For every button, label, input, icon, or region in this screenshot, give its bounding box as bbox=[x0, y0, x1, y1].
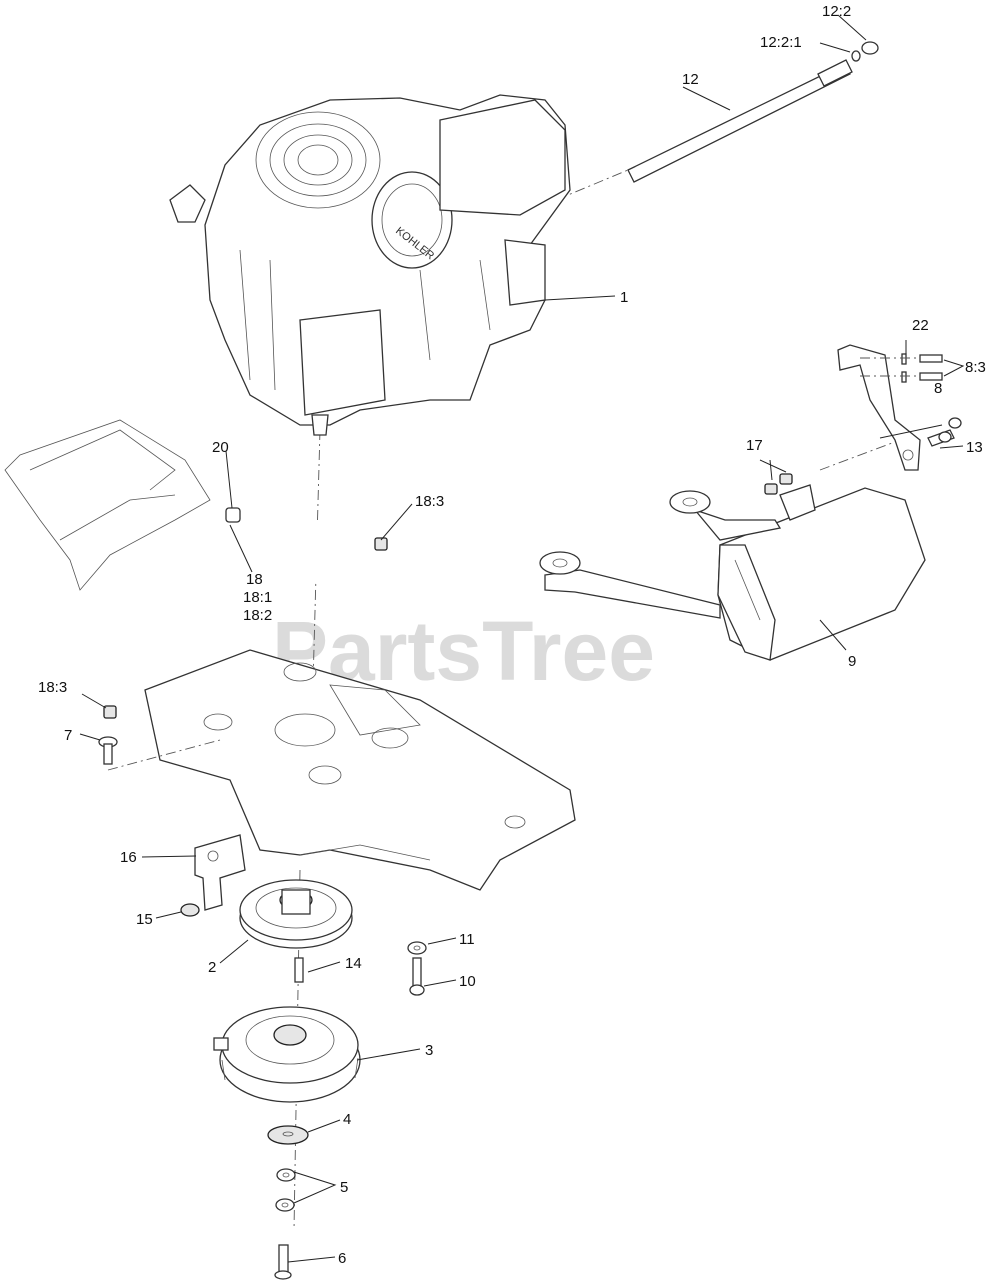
engine-deck-plate bbox=[144, 649, 576, 891]
callout-16: 16 bbox=[120, 849, 137, 866]
bolt-10[interactable] bbox=[409, 957, 425, 996]
washers-5[interactable] bbox=[275, 1168, 296, 1212]
nut-17[interactable] bbox=[764, 473, 793, 495]
callout-15: 15 bbox=[136, 911, 153, 928]
callout-7: 7 bbox=[64, 727, 72, 744]
callout-13: 13 bbox=[966, 439, 983, 456]
bolt-13[interactable] bbox=[927, 417, 962, 447]
callout-2: 2 bbox=[208, 959, 216, 976]
callout-12-2-1: 12:2:1 bbox=[760, 34, 802, 51]
callout-18: 18 bbox=[246, 571, 263, 588]
callout-8: 8 bbox=[934, 380, 942, 397]
callout-9: 9 bbox=[848, 653, 856, 670]
key-14[interactable] bbox=[294, 957, 304, 983]
bolt-6[interactable] bbox=[274, 1244, 292, 1280]
callout-1: 1 bbox=[620, 289, 628, 306]
electric-clutch-3[interactable] bbox=[213, 1006, 361, 1103]
callout-18-3-bottom: 18:3 bbox=[38, 679, 67, 696]
callout-14: 14 bbox=[345, 955, 362, 972]
muffler-bracket-8[interactable] bbox=[837, 344, 921, 471]
nut-15[interactable] bbox=[180, 903, 200, 917]
callout-4: 4 bbox=[343, 1111, 351, 1128]
pulley-2[interactable] bbox=[239, 879, 353, 949]
callout-12: 12 bbox=[682, 71, 699, 88]
callout-20: 20 bbox=[212, 439, 229, 456]
muffler-bolt-axis-line bbox=[819, 439, 901, 471]
callout-18-3-top: 18:3 bbox=[415, 493, 444, 510]
callout-3: 3 bbox=[425, 1042, 433, 1059]
callout-6: 6 bbox=[338, 1250, 346, 1267]
callout-17: 17 bbox=[746, 437, 763, 454]
callout-18-1: 18:1 bbox=[243, 589, 272, 606]
callout-12-2: 12:2 bbox=[822, 3, 851, 20]
washer-11[interactable] bbox=[407, 941, 427, 955]
fuel-line-clamp-18-3-bottom[interactable] bbox=[103, 705, 117, 719]
bolt-7[interactable] bbox=[98, 736, 118, 765]
dipstick-tube[interactable] bbox=[627, 41, 879, 183]
leader-lines bbox=[79, 14, 965, 1263]
fuel-line[interactable] bbox=[114, 507, 376, 710]
callout-18-2: 18:2 bbox=[243, 607, 272, 624]
bracket-16[interactable] bbox=[194, 834, 246, 911]
nut-22[interactable] bbox=[901, 353, 907, 383]
left-shroud-panel bbox=[4, 419, 211, 591]
callout-5: 5 bbox=[340, 1179, 348, 1196]
callout-11: 11 bbox=[459, 931, 475, 948]
callout-8-3: 8:3 bbox=[965, 359, 986, 376]
callout-labels: 1 2 3 4 5 6 7 8 8:3 9 10 11 12 12:2 12:2… bbox=[38, 3, 986, 1267]
bolt-8-3[interactable] bbox=[919, 354, 943, 381]
muffler-9[interactable] bbox=[539, 484, 926, 661]
callout-22: 22 bbox=[912, 317, 929, 334]
callout-10: 10 bbox=[459, 973, 476, 990]
fuel-line-clamp-18-3-top[interactable] bbox=[374, 537, 388, 551]
engine[interactable] bbox=[169, 94, 571, 436]
spacer-4[interactable] bbox=[267, 1125, 309, 1145]
